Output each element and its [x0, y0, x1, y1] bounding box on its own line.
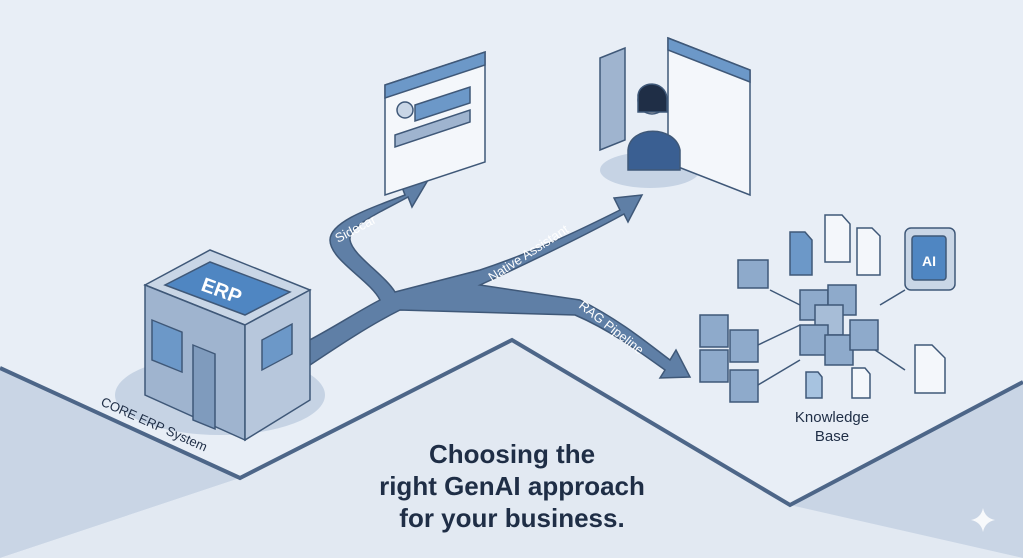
ai-badge: AI — [922, 253, 936, 269]
sparkle-icon — [971, 508, 995, 532]
documents-stack-icon — [914, 344, 946, 394]
knowledge-base-label-line1: Knowledge — [795, 409, 869, 426]
floor-left-panel — [0, 368, 240, 558]
erp-building — [115, 249, 325, 442]
floor-edge-line — [0, 337, 1023, 508]
headline: Choosing the right GenAI approach for yo… — [362, 438, 662, 534]
data-cube-icon — [737, 259, 769, 289]
knowledge-base-cluster — [699, 214, 956, 403]
headline-line-1: Choosing the — [428, 439, 596, 469]
user-avatar-icon — [396, 101, 414, 119]
headline-line-3: for your business. — [399, 503, 625, 533]
document-icon — [789, 231, 813, 276]
native-assistant-scene — [599, 36, 751, 197]
floor-center-panel — [0, 340, 1023, 558]
server-tower-icon — [599, 46, 626, 152]
erp-roof-panel — [163, 261, 292, 316]
flow-arrows — [298, 179, 692, 379]
headline-line-2: right GenAI approach — [379, 471, 645, 501]
path-label-rag-pipeline: RAG Pipeline — [576, 298, 647, 358]
knowledge-base-label-line2: Base — [815, 428, 849, 445]
branching-arrow — [298, 179, 692, 379]
sidecar-chat-window — [384, 50, 486, 197]
floor-right-panel — [790, 382, 1023, 558]
assistant-body-icon — [627, 130, 681, 171]
path-label-native-assistant: Native Assistant — [485, 221, 571, 284]
